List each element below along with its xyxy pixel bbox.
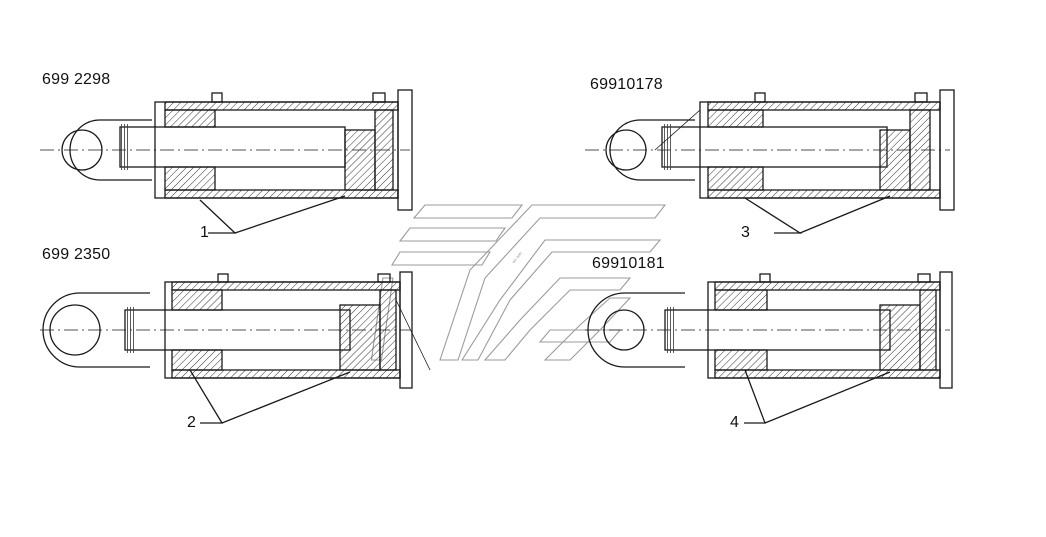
part-number-label: 69910178	[590, 76, 663, 93]
piston	[879, 304, 921, 371]
piston-rod	[119, 126, 346, 168]
end-flange	[939, 271, 953, 389]
piston	[344, 129, 376, 191]
cylinder-69910178	[585, 89, 955, 234]
part-number-label: 69910181	[592, 255, 665, 272]
part-number-label: 699 2298	[42, 71, 111, 88]
callout-number: 4	[730, 414, 739, 431]
cylinder-699-2298	[40, 89, 413, 234]
callout-number: 2	[187, 414, 196, 431]
gland	[714, 289, 768, 311]
callout-number: 3	[741, 224, 750, 241]
watermark-logo	[370, 204, 667, 361]
piston	[879, 129, 911, 191]
callout-number: 1	[200, 224, 209, 241]
piston	[339, 304, 381, 371]
end-flange	[397, 89, 413, 211]
piston-rod	[661, 126, 888, 168]
gland	[164, 109, 216, 128]
end-flange	[939, 89, 955, 211]
cylinder-69910181	[585, 271, 953, 424]
end-flange	[399, 271, 413, 389]
leader-3	[744, 197, 803, 234]
gland	[707, 109, 764, 128]
gland	[171, 289, 223, 311]
cylinder-699-2350	[40, 271, 431, 424]
part-number-label: 699 2350	[42, 246, 111, 263]
